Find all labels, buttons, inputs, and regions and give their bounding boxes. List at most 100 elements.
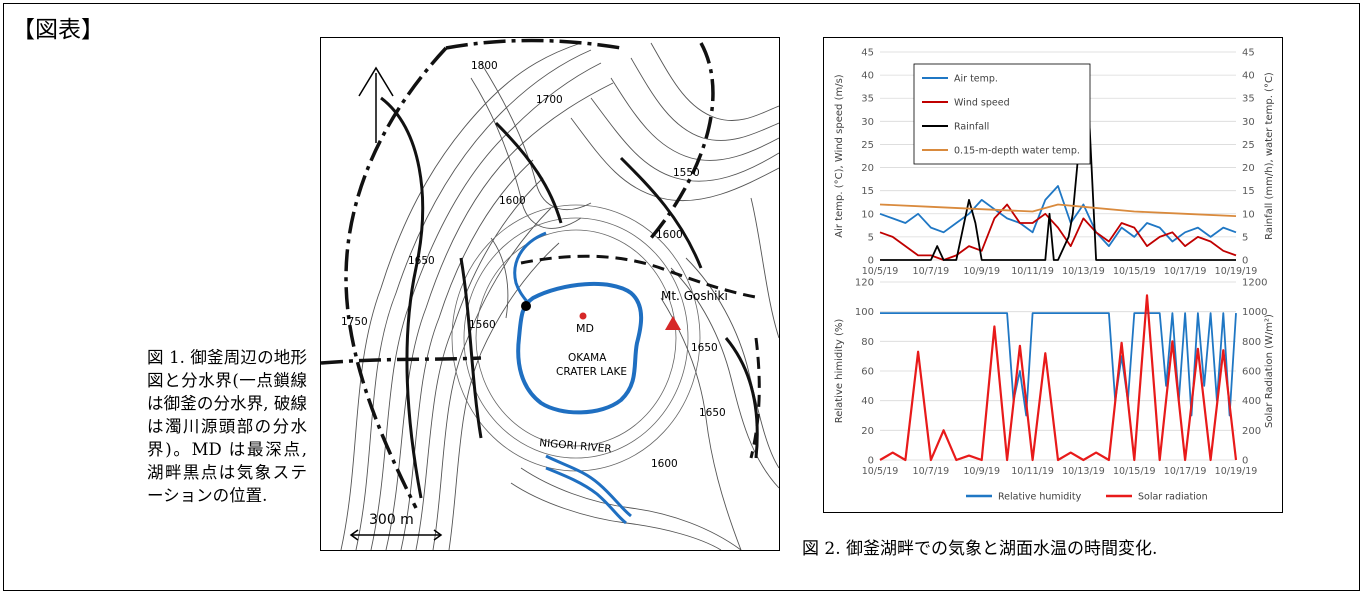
x-tick-label: 10/11/19 bbox=[1011, 266, 1054, 277]
figure2-caption: 図 2. 御釜湖畔での気象と湖面水温の時間変化. bbox=[802, 539, 1158, 559]
x-tick-label: 10/19/19 bbox=[1215, 466, 1258, 477]
md-deepest-point bbox=[579, 312, 587, 320]
y2-tick-label: 1200 bbox=[1242, 278, 1267, 289]
y-tick-label: 35 bbox=[861, 94, 874, 105]
y2-tick-label: 1000 bbox=[1242, 307, 1267, 318]
mt-goshiki-marker bbox=[665, 316, 681, 330]
y-tick-label: 20 bbox=[861, 163, 874, 174]
y-tick-label: 5 bbox=[868, 232, 874, 243]
y-axis-label: Air temp. (°C), Wind speed (m/s) bbox=[834, 74, 845, 237]
x-tick-label: 10/13/19 bbox=[1062, 266, 1105, 277]
y-tick-label: 0 bbox=[868, 456, 874, 467]
series-line-solar-radiation bbox=[879, 294, 1238, 462]
peak-label: Mt. Goshiki bbox=[661, 289, 728, 303]
y2-tick-label: 0 bbox=[1242, 456, 1248, 467]
topographic-map: 1800 1700 1600 1550 1600 1650 1750 1560 … bbox=[320, 37, 780, 551]
x-tick-label: 10/7/19 bbox=[913, 466, 950, 477]
y-tick-label: 100 bbox=[855, 307, 874, 318]
y-axis-label: Relative himidity (%) bbox=[834, 319, 845, 424]
y-tick-label: 80 bbox=[861, 337, 874, 348]
legend-label: Air temp. bbox=[954, 74, 998, 85]
contour-label: 1650 bbox=[691, 342, 718, 354]
x-tick-label: 10/7/19 bbox=[913, 266, 950, 277]
map-svg: 1800 1700 1600 1550 1600 1650 1750 1560 … bbox=[321, 38, 779, 550]
scale-bar bbox=[349, 529, 443, 541]
contour-label: 1550 bbox=[673, 167, 700, 179]
y-tick-label: 20 bbox=[861, 426, 874, 437]
nigori-river bbox=[545, 454, 632, 518]
okama-watershed-boundary bbox=[344, 46, 448, 509]
series-line-wind-speed bbox=[879, 203, 1237, 261]
y2-tick-label: 10 bbox=[1242, 209, 1255, 220]
y2-tick-label: 600 bbox=[1242, 367, 1261, 378]
y2-tick-label: 40 bbox=[1242, 71, 1255, 82]
y2-tick-label: 800 bbox=[1242, 337, 1261, 348]
legend-label: Rainfall bbox=[954, 122, 989, 133]
series-line-0-15-m-depth-water-temp- bbox=[879, 203, 1237, 217]
contour-label: 1600 bbox=[499, 195, 526, 207]
legend-label: Solar radiation bbox=[1138, 492, 1208, 503]
contour-label: 1600 bbox=[651, 458, 678, 470]
contour-label: 1700 bbox=[536, 94, 563, 106]
header-title: 【図表】 bbox=[12, 17, 104, 43]
ridge-lines bbox=[380, 96, 759, 499]
x-tick-label: 10/17/19 bbox=[1164, 466, 1207, 477]
y-tick-label: 45 bbox=[861, 48, 874, 59]
y2-tick-label: 0 bbox=[1242, 256, 1248, 267]
x-tick-label: 10/15/19 bbox=[1113, 266, 1156, 277]
contour-label: 1650 bbox=[699, 407, 726, 419]
figure-frame bbox=[3, 3, 1360, 591]
y2-tick-label: 30 bbox=[1242, 117, 1255, 128]
lake-name-line2: CRATER LAKE bbox=[556, 366, 627, 378]
y2-tick-label: 5 bbox=[1242, 232, 1248, 243]
y2-tick-label: 200 bbox=[1242, 426, 1261, 437]
weather-chart-svg: 0 5 10 15 20 25 30 35 40 45 0 5 10 15 20 25 30 35 40 45 10/5… bbox=[834, 48, 1275, 503]
series-line-air-temp- bbox=[879, 185, 1237, 248]
x-tick-label: 10/5/19 bbox=[862, 266, 899, 277]
y2-axis-label: Rainfall (mm/h), water temp. (°C) bbox=[1264, 72, 1275, 240]
y-tick-label: 120 bbox=[855, 278, 874, 289]
river-label: NIGORI RIVER bbox=[539, 437, 612, 455]
contour-label: 1650 bbox=[408, 255, 435, 267]
north-arrow-icon bbox=[358, 66, 394, 143]
y2-axis-label: Solar Radiation (W/m²) bbox=[1264, 314, 1275, 428]
weather-station-dot bbox=[521, 301, 531, 311]
figure1-caption: 図 1. 御釜周辺の地形図と分水界(一点鎖線は御釜の分水界, 破線は濁川源頭部の… bbox=[147, 348, 307, 505]
x-tick-label: 10/11/19 bbox=[1011, 466, 1054, 477]
okama-crater-lake bbox=[516, 282, 644, 415]
y-tick-label: 10 bbox=[861, 209, 874, 220]
contour-label: 1750 bbox=[341, 316, 368, 328]
y2-tick-label: 35 bbox=[1242, 94, 1255, 105]
y2-tick-label: 15 bbox=[1242, 186, 1255, 197]
series-line-relative-humidity bbox=[880, 312, 1237, 417]
x-tick-label: 10/5/19 bbox=[862, 466, 899, 477]
legend-label: Relative humidity bbox=[998, 492, 1082, 503]
legend-box bbox=[913, 63, 1091, 165]
md-label: MD bbox=[576, 322, 594, 335]
y2-tick-label: 25 bbox=[1242, 140, 1255, 151]
x-tick-label: 10/13/19 bbox=[1062, 466, 1105, 477]
contour-label: 1600 bbox=[656, 229, 683, 241]
y-tick-label: 40 bbox=[861, 71, 874, 82]
contour-label-group: 1800 1700 1600 1550 1600 1650 1750 1560 … bbox=[341, 60, 726, 470]
x-tick-label: 10/15/19 bbox=[1113, 466, 1156, 477]
legend-label: 0.15-m-depth water temp. bbox=[954, 146, 1080, 157]
legend-label: Wind speed bbox=[954, 98, 1010, 109]
x-tick-label: 10/9/19 bbox=[963, 266, 1000, 277]
x-tick-label: 10/17/19 bbox=[1164, 266, 1207, 277]
y2-tick-label: 400 bbox=[1242, 396, 1261, 407]
contour-label: 1560 bbox=[469, 319, 496, 331]
x-tick-label: 10/19/19 bbox=[1215, 266, 1258, 277]
y-tick-label: 0 bbox=[868, 256, 874, 267]
y2-tick-label: 20 bbox=[1242, 163, 1255, 174]
contour-lines bbox=[340, 42, 779, 550]
y-tick-label: 30 bbox=[861, 117, 874, 128]
weather-chart-panel: 0 5 10 15 20 25 30 35 40 45 0 5 10 15 20 25 30 35 40 45 10/5… bbox=[823, 37, 1283, 513]
scale-label: 300 m bbox=[369, 512, 414, 528]
y-tick-label: 15 bbox=[861, 186, 874, 197]
lake-name-line1: OKAMA bbox=[568, 352, 607, 364]
y-tick-label: 25 bbox=[861, 140, 874, 151]
y-tick-label: 60 bbox=[861, 367, 874, 378]
contour-label: 1800 bbox=[471, 60, 498, 72]
y2-tick-label: 45 bbox=[1242, 48, 1255, 59]
